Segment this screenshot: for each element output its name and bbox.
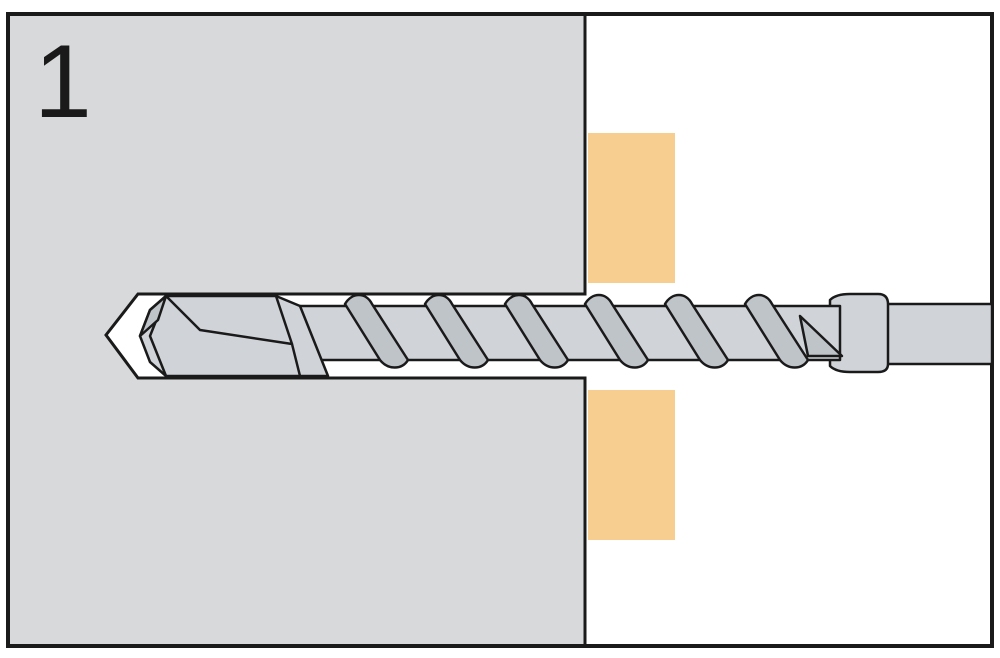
drill-shank — [878, 302, 994, 366]
fixture-plate-top — [588, 133, 675, 283]
fixture-plate-bottom — [588, 390, 675, 540]
drill-tip-point — [138, 294, 168, 338]
drill-flutes — [343, 293, 844, 369]
wall-block — [10, 16, 585, 644]
step-number: 1 — [34, 24, 92, 140]
drill-bit-icon — [138, 292, 994, 378]
wall-edge — [104, 16, 587, 644]
drill-collar — [828, 292, 890, 374]
